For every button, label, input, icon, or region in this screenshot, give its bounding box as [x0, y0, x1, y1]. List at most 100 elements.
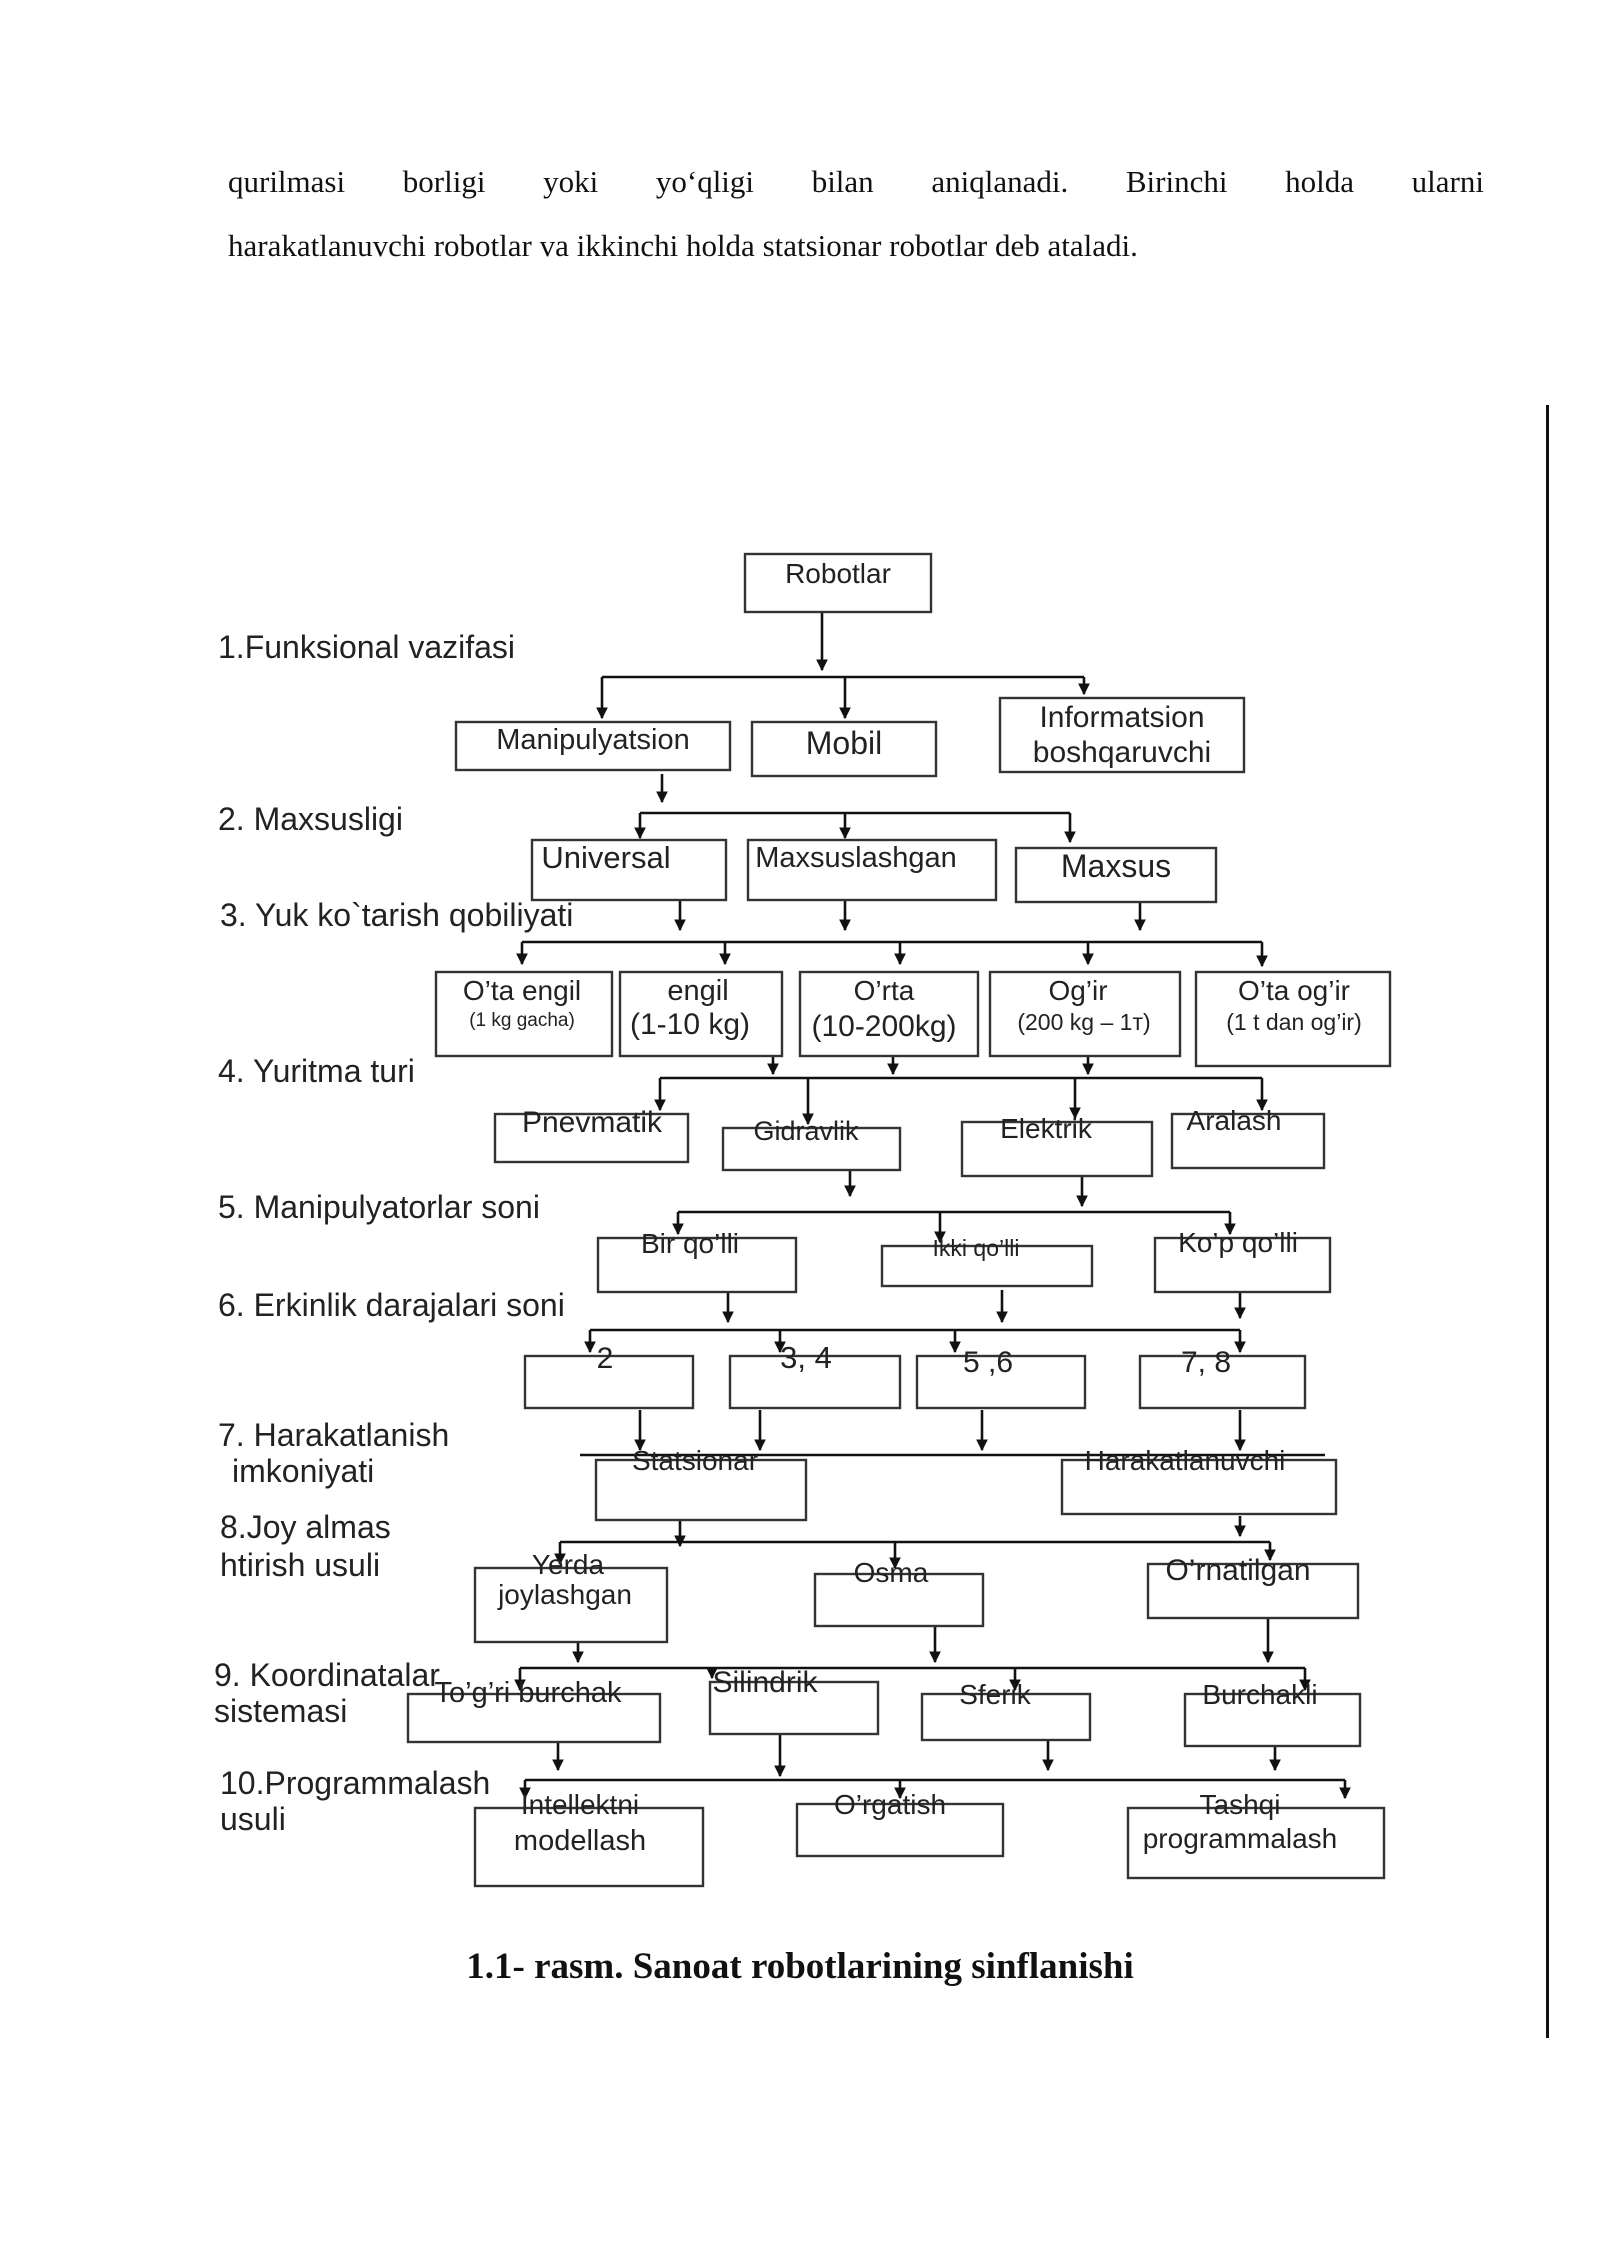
box-label: Bir qo’lli — [641, 1228, 739, 1259]
box-label: Intellektni — [521, 1789, 639, 1820]
box-robotlar — [743, 552, 933, 614]
box-manipulyatsion — [454, 720, 732, 772]
box-birqolli — [596, 1236, 798, 1294]
paragraph-line: qurilmasi borligi yoki yo‘qligi bilan an… — [228, 164, 1484, 199]
box-label: 7, 8 — [1181, 1346, 1231, 1379]
level-label: 10.Programmalash — [220, 1765, 490, 1801]
level-label: 5. Manipulyatorlar soni — [218, 1189, 540, 1225]
box-intel — [473, 1806, 705, 1888]
box-label: engil — [667, 975, 728, 1007]
level-label: 8.Joy almas — [220, 1509, 391, 1545]
box-label: Og’ir — [1048, 975, 1107, 1006]
box-sferik — [920, 1692, 1092, 1742]
box-label: 5 ,6 — [963, 1346, 1013, 1379]
box-label: programmalash — [1143, 1823, 1338, 1854]
figure-caption: 1.1- rasm. Sanoat robotlarining sinflani… — [466, 1946, 1134, 1987]
box-mobil — [750, 720, 938, 778]
box-silindrik — [708, 1680, 880, 1736]
box-label: Maxsus — [1061, 848, 1171, 884]
box-label: Tashqi — [1200, 1789, 1281, 1820]
box-orgatish — [795, 1802, 1005, 1858]
box-label: O’ta engil — [463, 975, 581, 1006]
level-label: 1.Funksional vazifasi — [218, 629, 515, 665]
box-gidravlik — [721, 1126, 902, 1172]
box-label: Mobil — [806, 725, 882, 761]
box-label: Pnevmatik — [522, 1106, 663, 1139]
box-label: Maxsuslashgan — [755, 842, 957, 874]
level-label: 3. Yuk ko`tarish qobiliyati — [220, 897, 573, 933]
box-label: Ko’p qo’lli — [1178, 1227, 1298, 1258]
box-ogir — [988, 970, 1182, 1058]
connector-lines — [514, 608, 1351, 1800]
box-d2 — [523, 1354, 695, 1410]
body-paragraph: qurilmasi borligi yoki yo‘qligi bilan an… — [228, 150, 1484, 278]
box-label: Gidravlik — [753, 1116, 859, 1146]
level-labels: 1.Funksional vazifasi 2. Maxsusligi 3. Y… — [214, 629, 573, 1837]
box-universal — [530, 838, 728, 902]
level-label: 9. Koordinatalar — [214, 1657, 440, 1693]
box-osma — [813, 1572, 985, 1628]
box-informatsion — [998, 696, 1246, 774]
box-label: Informatsion — [1039, 701, 1204, 734]
box-d34 — [728, 1354, 902, 1410]
box-harakatlanuvchi — [1060, 1458, 1338, 1516]
box-label: O’rgatish — [834, 1789, 946, 1820]
box-ikkiqolli — [880, 1244, 1094, 1288]
box-pnevmatik — [493, 1112, 690, 1164]
box-tashqi — [1126, 1806, 1386, 1880]
box-label: 3, 4 — [780, 1340, 832, 1375]
box-label: (1 kg gacha) — [469, 1010, 575, 1031]
box-label: Universal — [541, 840, 670, 875]
box-aralash — [1170, 1112, 1326, 1170]
box-maxsus — [1014, 846, 1218, 904]
box-label: Ikki qo’lli — [933, 1235, 1020, 1261]
box-label: (10-200kg) — [811, 1010, 956, 1043]
box-label: Harakatlanuvchi — [1085, 1445, 1286, 1476]
box-labels: Robotlar Manipulyatsion Mobil Informatsi… — [435, 558, 1362, 1857]
box-maxsuslashgan — [746, 838, 998, 902]
box-label: 2 — [597, 1342, 614, 1375]
box-burchakli — [1183, 1692, 1362, 1748]
box-label: Aralash — [1187, 1105, 1282, 1136]
box-orta — [798, 970, 980, 1058]
level-label: 4. Yuritma turi — [218, 1053, 415, 1089]
box-label: O’ta og’ir — [1238, 975, 1350, 1006]
box-engil — [618, 970, 784, 1058]
box-label: Yerda — [532, 1549, 605, 1580]
box-label: boshqaruvchi — [1033, 736, 1211, 769]
level-label: htirish usuli — [220, 1547, 380, 1583]
box-label: joylashgan — [497, 1579, 632, 1610]
box-label: O’rta — [854, 975, 915, 1006]
diagram-boxes — [406, 552, 1392, 1888]
level-label: 2. Maxsusligi — [218, 801, 403, 837]
level-label: imkoniyati — [232, 1453, 374, 1489]
box-yerda — [473, 1566, 669, 1644]
box-d78 — [1138, 1354, 1307, 1410]
box-label: Silindrik — [712, 1666, 818, 1699]
box-label: Burchakli — [1202, 1679, 1317, 1710]
box-elektrik — [960, 1120, 1154, 1178]
level-label: 7. Harakatlanish — [218, 1417, 449, 1453]
box-togri — [406, 1692, 662, 1744]
box-label: (200 kg – 1т) — [1017, 1009, 1150, 1035]
box-ornatilgan — [1146, 1562, 1360, 1620]
level-label: sistemasi — [214, 1693, 347, 1729]
box-label: modellash — [514, 1825, 646, 1857]
margin-rule — [1546, 405, 1549, 2038]
level-label: usuli — [220, 1801, 286, 1837]
box-label: Elektrik — [1000, 1113, 1093, 1144]
box-label: Robotlar — [785, 558, 891, 589]
box-otaengil — [434, 970, 614, 1058]
box-label: (1 t dan og’ir) — [1226, 1009, 1362, 1035]
box-label: To’g’ri burchak — [435, 1677, 622, 1709]
box-d56 — [915, 1354, 1087, 1410]
box-otaogir — [1194, 970, 1392, 1068]
box-statsionar — [594, 1458, 808, 1522]
paragraph-line: harakatlanuvchi robotlar va ikkinchi hol… — [228, 228, 1138, 263]
box-label: Manipulyatsion — [496, 724, 689, 756]
box-label: (1-10 kg) — [630, 1008, 750, 1041]
box-label: Statsionar — [632, 1445, 758, 1476]
box-label: O’rnatilgan — [1165, 1554, 1310, 1587]
